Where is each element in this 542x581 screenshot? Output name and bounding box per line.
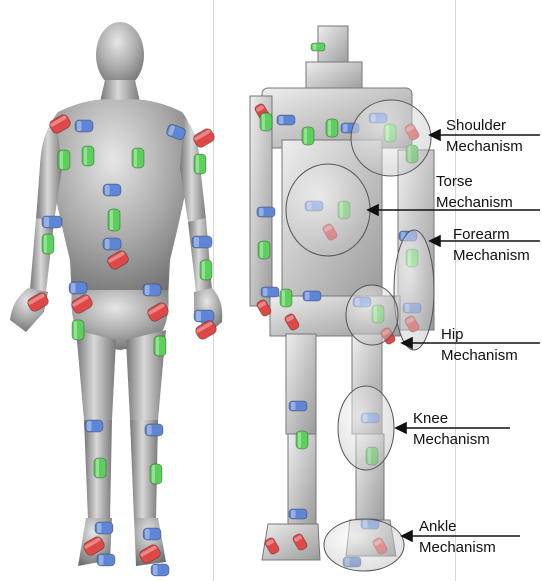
neck	[100, 80, 140, 102]
robot-actuator-3	[260, 113, 272, 131]
robot-left-thigh	[286, 334, 316, 434]
robot-actuator-33	[289, 509, 307, 519]
forearm-mechanism-label: Forearm Mechanism	[453, 225, 530, 265]
ankle-label-line2: Mechanism	[419, 538, 496, 557]
robot-actuator-1	[311, 43, 325, 51]
torse-mechanism-highlight	[286, 164, 370, 256]
robot-actuator-21	[303, 291, 321, 301]
hip-label-line2: Mechanism	[441, 346, 518, 365]
robot-actuator-5	[302, 127, 314, 145]
human-actuator-28	[94, 458, 106, 478]
head	[96, 22, 144, 88]
robot-actuator-6	[326, 119, 338, 137]
left-thigh	[76, 330, 116, 420]
right-forearm	[188, 218, 212, 292]
robot-cad-model	[250, 26, 434, 571]
human-actuator-24	[72, 320, 84, 340]
human-actuator-12	[192, 236, 212, 248]
forearm-label-line1: Forearm	[453, 225, 530, 244]
knee-arrowhead	[396, 423, 406, 433]
shoulder-mechanism-highlight	[351, 100, 431, 176]
human-actuator-34	[97, 554, 115, 566]
shoulder-label-line2: Mechanism	[446, 137, 523, 156]
human-actuator-15	[42, 234, 54, 254]
ankle-label-line1: Ankle	[419, 517, 496, 536]
human-actuator-2	[75, 120, 93, 132]
human-actuator-6	[132, 148, 144, 168]
knee-label-line2: Mechanism	[413, 430, 490, 449]
torse-mechanism-label: Torse Mechanism	[436, 172, 513, 212]
human-actuator-10	[108, 209, 120, 231]
human-actuator-8	[194, 154, 206, 174]
forearm-mechanism-highlight	[394, 230, 434, 350]
shoulder-arrowhead	[430, 130, 440, 140]
robot-actuator-16	[258, 241, 270, 259]
knee-label-line1: Knee	[413, 409, 490, 428]
human-actuator-35	[151, 564, 169, 576]
robot-actuator-18	[280, 289, 292, 307]
shoulder-label-line1: Shoulder	[446, 116, 523, 135]
human-actuator-11	[42, 216, 62, 228]
human-actuator-30	[95, 522, 113, 534]
knee-mechanism-label: Knee Mechanism	[413, 409, 490, 449]
human-actuator-17	[69, 282, 87, 294]
robot-actuator-30	[296, 431, 308, 449]
human-actuator-16	[200, 260, 212, 280]
robot-actuator-29	[289, 401, 307, 411]
human-actuator-25	[154, 336, 166, 356]
human-actuator-31	[143, 528, 161, 540]
torse-label-line1: Torse	[436, 172, 513, 191]
ankle-mechanism-highlight	[324, 519, 404, 571]
shoulder-mechanism-label: Shoulder Mechanism	[446, 116, 523, 156]
human-body-model	[10, 22, 222, 576]
human-actuator-18	[143, 284, 161, 296]
human-actuator-13	[103, 238, 121, 250]
human-actuator-7	[58, 150, 70, 170]
robot-actuator-14	[257, 207, 275, 217]
hip-mechanism-highlight	[346, 285, 398, 345]
human-actuator-22	[194, 310, 214, 322]
ankle-mechanism-label: Ankle Mechanism	[419, 517, 496, 557]
knee-mechanism-highlight	[338, 386, 394, 470]
hip-label-line1: Hip	[441, 325, 518, 344]
robot-actuator-17	[261, 287, 279, 297]
human-actuator-5	[82, 146, 94, 166]
robot-actuator-4	[277, 115, 295, 125]
hip-mechanism-label: Hip Mechanism	[441, 325, 518, 365]
human-actuator-29	[150, 464, 162, 484]
left-forearm	[30, 218, 54, 292]
human-actuator-9	[103, 184, 121, 196]
human-actuator-27	[145, 424, 163, 436]
human-actuator-26	[85, 420, 103, 432]
forearm-label-line2: Mechanism	[453, 246, 530, 265]
torse-label-line2: Mechanism	[436, 193, 513, 212]
